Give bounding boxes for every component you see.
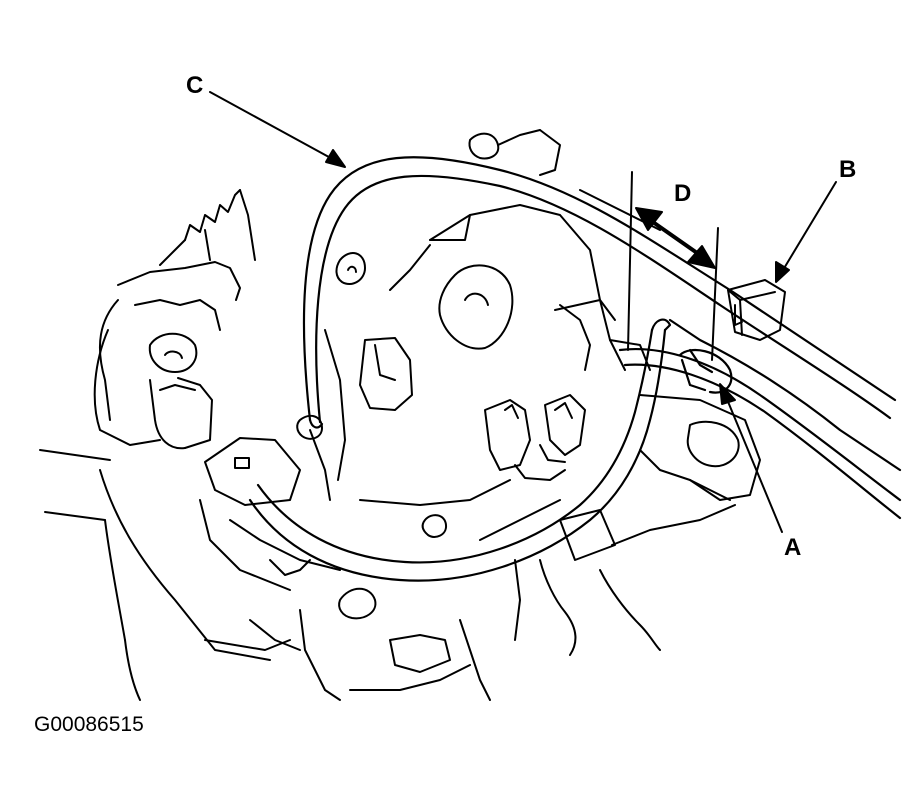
figure-id: G00086515 — [34, 713, 144, 736]
engine-housing — [39, 129, 761, 701]
leader-a — [719, 383, 783, 533]
wire-harness-c — [248, 156, 897, 582]
dimension-d — [627, 171, 719, 361]
callout-label-b: B — [839, 156, 857, 183]
leader-c — [209, 91, 346, 168]
clip-b — [727, 279, 786, 341]
callout-label-a: A — [784, 534, 802, 561]
callout-label-d: D — [674, 180, 692, 207]
cable-bundle — [618, 318, 902, 520]
callout-label-c: C — [186, 72, 204, 99]
leader-b — [775, 181, 837, 283]
